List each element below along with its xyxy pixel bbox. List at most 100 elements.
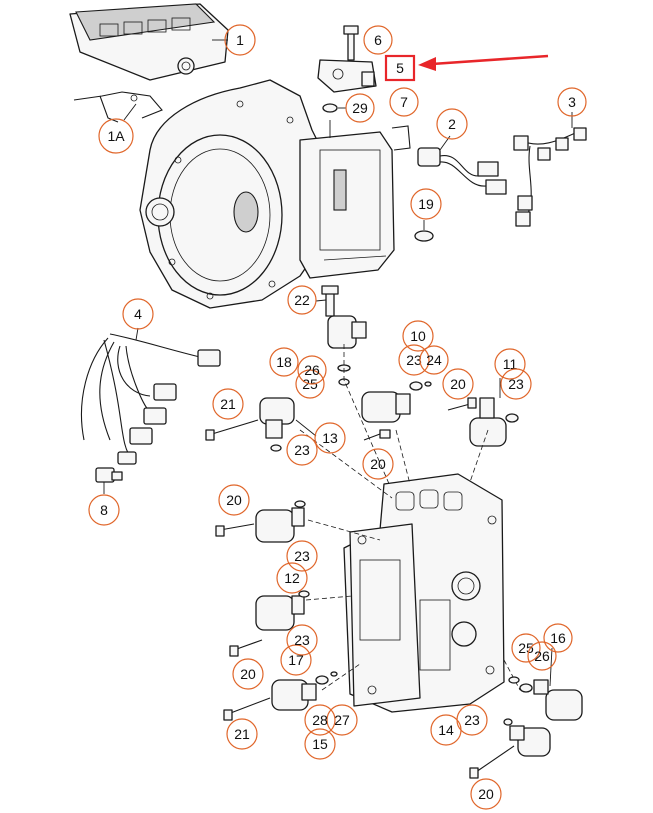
callout-17: 17	[280, 644, 312, 676]
callout-21-label: 21	[220, 396, 236, 412]
callout-5-label: 5	[396, 60, 404, 76]
callout-29: 29	[345, 93, 375, 123]
callout-23-f: 23	[456, 704, 488, 736]
callout-22-label: 22	[294, 292, 310, 308]
solenoid-11-part	[447, 378, 519, 447]
callout-21-upper: 21	[212, 388, 244, 420]
callout-15-label: 15	[312, 736, 328, 752]
callout-22: 22	[287, 285, 317, 315]
small-connector-part	[95, 467, 123, 494]
bracket-1a-part	[73, 91, 163, 123]
solenoid-16-part	[508, 647, 583, 721]
callout-11: 11	[494, 348, 526, 380]
solenoid-14-part	[469, 718, 551, 779]
clip-part	[391, 125, 411, 151]
callout-20-lower-left: 20	[232, 658, 264, 690]
callout-20-mid: 20	[362, 448, 394, 480]
callout-1a: 1A	[98, 118, 134, 154]
callout-23-a: 23	[398, 344, 430, 376]
callout-1a-label: 1A	[107, 128, 125, 144]
callout-28-label: 28	[312, 712, 328, 728]
callout-16: 16	[543, 623, 573, 653]
callout-24: 24	[419, 345, 449, 375]
callout-13-label: 13	[322, 430, 338, 446]
callout-5: 5	[384, 54, 416, 82]
callout-26-right: 26	[527, 641, 557, 671]
callout-12: 12	[276, 562, 308, 594]
callout-8: 8	[88, 494, 120, 526]
callout-20-label: 20	[450, 376, 466, 392]
callout-1-label: 1	[236, 32, 244, 48]
solenoid-17-part	[229, 590, 310, 657]
callout-2: 2	[436, 108, 468, 140]
control-unit-part	[69, 3, 229, 81]
callout-27: 27	[326, 704, 358, 736]
callout-26-label: 26	[304, 362, 320, 378]
callout-18-label: 18	[276, 354, 292, 370]
callout-18: 18	[269, 347, 299, 377]
callout-25-right: 25	[511, 633, 541, 663]
callout-23-label: 23	[294, 548, 310, 564]
callout-14-label: 14	[438, 722, 454, 738]
solenoid-12-part	[215, 500, 306, 543]
speed-sensor-part	[317, 25, 377, 113]
callout-17-label: 17	[288, 652, 304, 668]
callout-16-label: 16	[550, 630, 566, 646]
callout-10: 10	[402, 320, 434, 352]
callout-20-left: 20	[218, 484, 250, 516]
callout-23-b: 23	[500, 368, 532, 400]
callout-3-label: 3	[568, 94, 576, 110]
callout-23-e: 23	[286, 624, 318, 656]
callout-10-label: 10	[410, 328, 426, 344]
callout-28: 28	[304, 704, 336, 736]
callout-23-label: 23	[406, 352, 422, 368]
callout-21-label: 21	[234, 726, 250, 742]
assembly-guide-lines	[299, 344, 521, 691]
wiring-loom-part	[513, 112, 587, 227]
callout-19: 19	[410, 188, 442, 220]
callout-24-label: 24	[426, 352, 442, 368]
callout-25-label: 25	[518, 640, 534, 656]
solenoid-13-part	[205, 397, 317, 452]
wiring-harness-part	[80, 327, 221, 465]
highlight-arrow	[418, 54, 549, 71]
callout-20-bottom: 20	[470, 778, 502, 810]
transmission-housing-part	[139, 79, 395, 309]
callout-21-lower: 21	[226, 718, 258, 750]
callout-1: 1	[224, 24, 256, 56]
o-ring-part	[414, 220, 434, 242]
callout-6: 6	[363, 25, 393, 55]
callout-20-label: 20	[478, 786, 494, 802]
callout-4-label: 4	[134, 306, 142, 322]
callout-11-label: 11	[503, 356, 518, 372]
callout-23-c: 23	[286, 434, 318, 466]
callout-6-label: 6	[374, 32, 382, 48]
callout-8-label: 8	[100, 502, 108, 518]
callout-15: 15	[304, 728, 336, 760]
callout-20-label: 20	[370, 456, 386, 472]
solenoid-15-part	[223, 671, 338, 721]
callout-29-label: 29	[352, 100, 368, 116]
callout-23-label: 23	[294, 632, 310, 648]
callout-13: 13	[314, 422, 346, 454]
callout-26-label: 26	[534, 648, 550, 664]
callout-23-label: 23	[294, 442, 310, 458]
callout-20-upper-right: 20	[442, 368, 474, 400]
valve-body-part	[343, 473, 505, 713]
callout-20-label: 20	[240, 666, 256, 682]
callout-26-left: 26	[297, 355, 327, 385]
callout-12-label: 12	[284, 570, 300, 586]
callout-20-label: 20	[226, 492, 242, 508]
callout-4: 4	[122, 298, 154, 330]
callout-3: 3	[557, 87, 587, 117]
callout-27-label: 27	[334, 712, 350, 728]
harness-connector-part	[417, 135, 507, 195]
callout-7-label: 7	[400, 94, 408, 110]
callout-23-label: 23	[508, 376, 524, 392]
callout-23-d: 23	[286, 540, 318, 572]
callout-7: 7	[389, 87, 419, 117]
callout-19-label: 19	[418, 196, 434, 212]
callout-2-label: 2	[448, 116, 456, 132]
callout-5-highlight-box	[384, 54, 416, 82]
